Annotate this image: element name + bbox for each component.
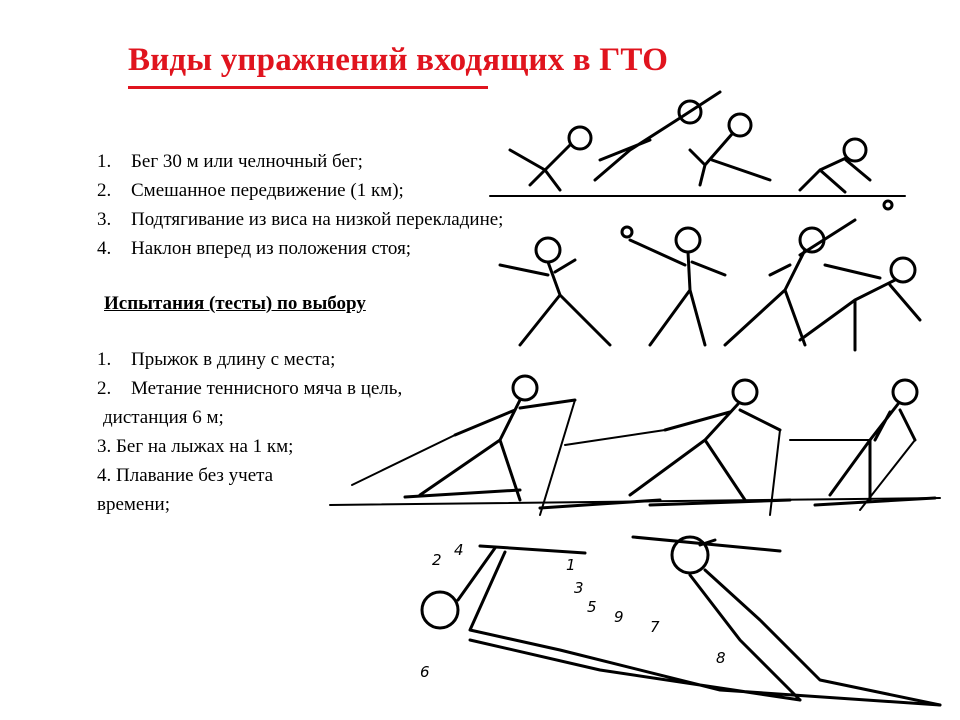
page-title: Виды упражнений входящих в ГТО <box>128 42 669 78</box>
muscle-label-6: 6 <box>420 663 430 681</box>
list-item-number: 3. <box>97 209 112 230</box>
list-item-number: 1. <box>97 151 112 172</box>
muscle-label-8: 8 <box>716 649 726 667</box>
muscle-label-3: 3 <box>574 579 584 597</box>
muscle-label-7: 7 <box>650 618 660 636</box>
list-item: 3. Подтягивание из виса на низкой перекла… <box>97 205 503 234</box>
list-item-text: Смешанное передвижение (1 км); <box>131 180 404 201</box>
skiing-illustration <box>329 374 941 516</box>
list-item: 1. Бег 30 м или челночный бег; <box>97 147 503 176</box>
ski-test-text: 3. Бег на лыжах на 1 км; <box>97 436 294 457</box>
list-item: 2. Смешанное передвижение (1 км); <box>97 176 503 205</box>
list-item-number: 1. <box>97 349 112 370</box>
muscle-labels: 1 2 3 4 5 6 7 8 9 <box>420 541 726 681</box>
muscle-label-1: 1 <box>566 556 576 574</box>
required-exercises-list: 1. Бег 30 м или челночный бег; 2. Смешанно… <box>97 147 503 263</box>
long-jump-illustration <box>489 90 906 197</box>
muscle-label-9: 9 <box>614 608 624 626</box>
title-underline <box>128 86 488 89</box>
list-item-text: Бег 30 м или челночный бег; <box>131 151 363 172</box>
list-item-text: Подтягивание из виса на низкой переклади… <box>131 209 504 230</box>
swim-test-text: 4. Плавание без учета <box>97 465 274 486</box>
list-item: 4. Наклон вперед из положения стоя; <box>97 234 503 263</box>
pull-up-illustration: 1 2 3 4 5 6 7 8 9 <box>420 535 942 707</box>
muscle-label-5: 5 <box>587 598 597 616</box>
list-item: 2. Метание теннисного мяча в цель, <box>97 374 402 403</box>
list-item-text: Метание теннисного мяча в цель, <box>131 378 403 399</box>
list-item-number: 2. <box>97 180 112 201</box>
list-item-number: 2. <box>97 378 112 399</box>
optional-tests-heading: Испытания (тесты) по выбору <box>104 293 366 314</box>
ball-throw-illustration <box>498 199 922 352</box>
throw-distance-text: дистанция 6 м; <box>103 407 224 428</box>
list-item: 1. Прыжок в длину с места; <box>97 345 402 374</box>
muscle-label-2: 2 <box>432 551 442 569</box>
list-item-text: Наклон вперед из положения стоя; <box>131 238 412 259</box>
swim-test-text-cont: времени; <box>97 494 170 515</box>
list-item-text: Прыжок в длину с места; <box>131 349 336 370</box>
list-item-number: 4. <box>97 238 112 259</box>
muscle-label-4: 4 <box>454 541 464 559</box>
optional-tests-list: 1. Прыжок в длину с места; 2. Метание тенн… <box>97 345 402 403</box>
